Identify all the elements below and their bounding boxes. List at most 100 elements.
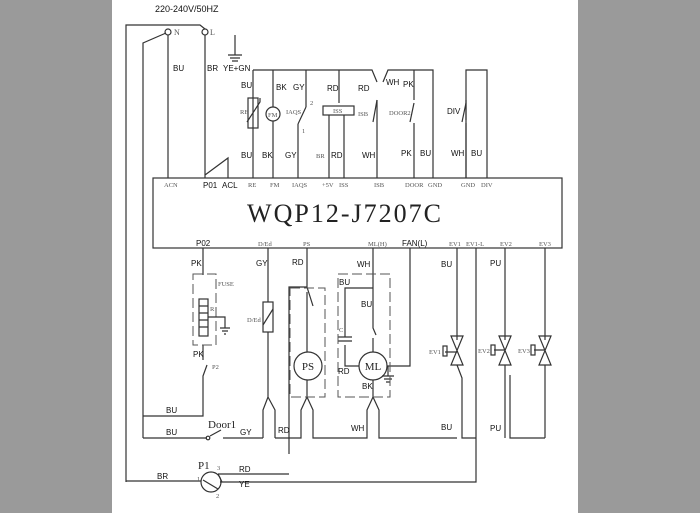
pin-label: DOOR: [405, 182, 424, 189]
top-bus: [253, 69, 488, 178]
door1-wire: [143, 429, 286, 439]
control-module: [152, 177, 563, 249]
terminal-n: [164, 28, 172, 36]
wire-label: RD: [278, 426, 290, 435]
pin-label: FM: [270, 182, 280, 189]
pin-label: GND: [428, 182, 442, 189]
pin-label: D/Ed: [258, 241, 272, 248]
wire-label: RD: [331, 151, 343, 160]
pin-label: +5V: [322, 182, 334, 189]
wire-label: BK: [262, 151, 273, 160]
label-l: L: [210, 28, 215, 37]
wire-label: BU: [420, 149, 431, 158]
pin-label: FAN(L): [402, 239, 428, 248]
pin-label: EV1-L: [466, 241, 484, 248]
valve-ev1-icon: [442, 335, 464, 366]
pump-rd: RD: [239, 465, 251, 474]
pump-wires: [126, 473, 289, 482]
resistor-ground: [199, 305, 230, 335]
thermistor-slash: [246, 98, 261, 123]
ded-slash: [262, 308, 274, 326]
ml-wire: [344, 248, 457, 439]
wire-label: WH: [357, 260, 371, 269]
ml-rd: RD: [338, 367, 350, 376]
pump-br: BR: [157, 472, 168, 481]
wire-label: RD: [358, 84, 370, 93]
p2-label: P2: [212, 364, 219, 371]
pin-label: EV3: [539, 241, 551, 248]
supply-voltage: 220-240V/50HZ: [155, 4, 219, 14]
terminal-l: [201, 28, 209, 36]
wire-label: GY: [285, 151, 297, 160]
div-label: DIV: [447, 107, 461, 116]
wire-label: RD: [327, 84, 339, 93]
fm-label: FM: [268, 112, 278, 119]
capacitor-ground: [338, 336, 394, 383]
ml-bk: BK: [362, 382, 373, 391]
wire-label: GY: [293, 83, 305, 92]
wire-br: BR: [207, 64, 218, 73]
wire-label: BK: [276, 83, 287, 92]
module-model: WQP12-J7207C: [247, 199, 443, 228]
document-page: [112, 0, 578, 513]
sensor-iss: [322, 105, 355, 116]
ev3-label: EV3: [518, 348, 530, 355]
door2-label: DOOR2: [389, 110, 411, 117]
wire-label: PK: [403, 80, 414, 89]
wire-label: BU: [241, 81, 252, 90]
pin-label: RE: [248, 182, 256, 189]
label-n: N: [174, 28, 180, 37]
pin-label: ACN: [164, 182, 178, 189]
wire-label: WH: [451, 149, 465, 158]
pin-label: P02: [196, 239, 211, 248]
wire-label: WH: [386, 78, 400, 87]
ps-label: PS: [302, 361, 314, 373]
pin-label: EV2: [500, 241, 512, 248]
pump-ye: YE: [239, 480, 250, 489]
wire-label: BU: [441, 423, 452, 432]
wire-label: WH: [351, 424, 365, 433]
valve-wires: [220, 248, 546, 483]
wire-label: BR: [316, 153, 325, 160]
iaqs-pin1: 1: [302, 128, 305, 135]
pump-label: P1: [198, 460, 210, 472]
pump-pin1: 1: [197, 476, 200, 483]
ml-bu1: BU: [339, 278, 350, 287]
door1-contact: [205, 435, 211, 441]
ml-label: ML: [365, 361, 382, 373]
pump-p1: [200, 471, 222, 493]
top-wire-labels-lower: BU BK GY BR RD WH PK BU WH BU: [241, 149, 482, 160]
wire-l-feed: [125, 24, 206, 482]
wire-label: BU: [166, 428, 177, 437]
top-wire-labels-upper: BU BK GY RD RD WH PK: [241, 78, 414, 93]
pk-label: PK: [193, 350, 204, 359]
top-wires: [252, 70, 467, 178]
dispenser-ded: [262, 301, 274, 333]
ded-wire: [262, 248, 276, 438]
wires-supply: [167, 35, 229, 178]
iaqs-label: IAQS: [286, 109, 302, 116]
ded-label: D/Ed: [247, 317, 261, 324]
ml-box: [337, 273, 391, 398]
ground-icon: [228, 35, 242, 62]
ev2-label: EV2: [478, 348, 490, 355]
pin-label: P01: [203, 181, 218, 190]
ml-bu2: BU: [361, 300, 372, 309]
ps-box: [289, 287, 326, 398]
pin-label: EV1: [449, 241, 461, 248]
pressure-switch-ps: [293, 351, 323, 381]
wire-label: PK: [401, 149, 412, 158]
pin-label: ACL: [222, 181, 238, 190]
door1-label: Door1: [208, 419, 236, 431]
wire-label: PK: [191, 259, 202, 268]
wire-label: GY: [240, 428, 252, 437]
wire-label: GY: [256, 259, 268, 268]
wire-ye-gn: YE+GN: [223, 64, 251, 73]
pin-label: PS: [303, 241, 311, 248]
pin-label: ISS: [339, 182, 349, 189]
r-label: R: [210, 306, 215, 313]
capacitor-label: C: [339, 327, 343, 334]
ps-wire: [286, 248, 350, 454]
bottom-wire-labels-upper: PK GY RD WH BU PU: [191, 258, 501, 269]
